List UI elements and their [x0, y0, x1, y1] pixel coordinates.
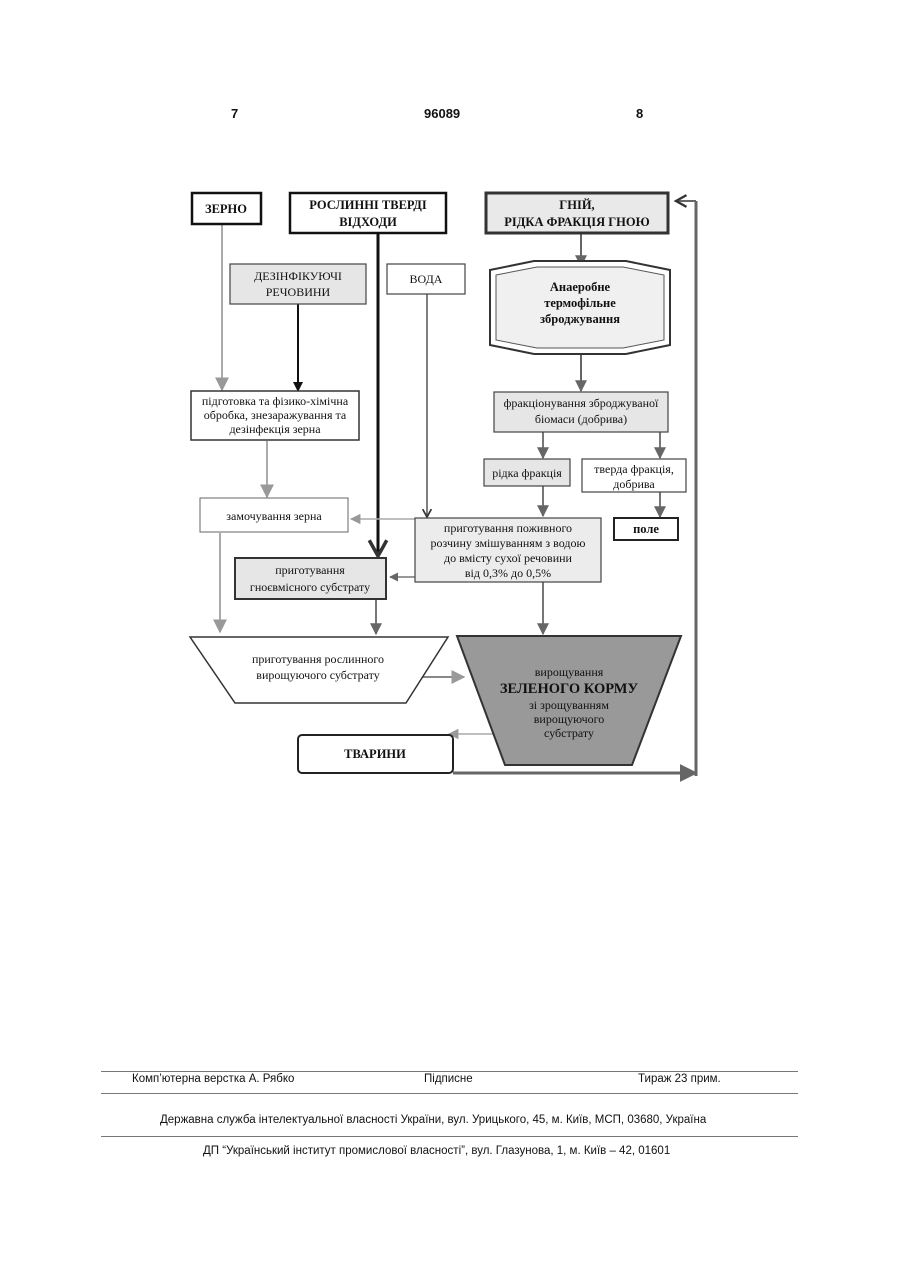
fractionation-box: фракціонування зброджуваної біомаси (доб… [494, 392, 668, 432]
process-flowchart: ЗЕРНО РОСЛИННІ ТВЕРДІ ВІДХОДИ ГНІЙ, РІДК… [0, 0, 901, 800]
footer-signed: Підписне [424, 1073, 473, 1085]
footer-divider-middle [101, 1093, 798, 1094]
svg-text:добрива: добрива [613, 477, 655, 491]
svg-text:поле: поле [633, 522, 659, 536]
solid-fraction-box: тверда фракція, добрива [582, 459, 686, 492]
svg-text:до вмісту сухої речовини: до вмісту сухої речовини [444, 551, 573, 565]
svg-text:біомаси (добрива): біомаси (добрива) [535, 412, 627, 426]
anaerobic-digestion-hexagon: Анаеробне термофільне зброджування [490, 261, 670, 354]
svg-text:ВІДХОДИ: ВІДХОДИ [339, 215, 397, 229]
svg-text:вирощуючого: вирощуючого [534, 712, 605, 726]
soaking-box: замочування зерна [200, 498, 348, 532]
plant-waste-box: РОСЛИННІ ТВЕРДІ ВІДХОДИ [290, 193, 446, 233]
nutrient-solution-box: приготування поживного розчину змішуванн… [415, 518, 601, 582]
footer-agency: Державна служба інтелектуальної власност… [160, 1114, 706, 1126]
svg-text:підготовка та фізико-хімічна: підготовка та фізико-хімічна [202, 394, 349, 408]
grain-treatment-box: підготовка та фізико-хімічна обробка, зн… [191, 391, 359, 440]
svg-text:Анаеробне: Анаеробне [550, 280, 611, 294]
footer-divider-bottom [101, 1136, 798, 1137]
footer-divider-top [101, 1071, 798, 1072]
green-feed-trapezoid: вирощування ЗЕЛЕНОГО КОРМУ зі зрощування… [457, 636, 681, 765]
svg-text:зі зрощуванням: зі зрощуванням [529, 698, 609, 712]
footer-layout-by: Комп’ютерна верстка А. Рябко [132, 1073, 294, 1085]
svg-text:термофільне: термофільне [544, 296, 616, 310]
svg-text:дезінфекція зерна: дезінфекція зерна [229, 422, 321, 436]
svg-text:ВОДА: ВОДА [410, 272, 443, 286]
svg-text:РІДКА ФРАКЦІЯ ГНОЮ: РІДКА ФРАКЦІЯ ГНОЮ [504, 215, 649, 229]
manure-box: ГНІЙ, РІДКА ФРАКЦІЯ ГНОЮ [486, 193, 668, 233]
svg-text:приготування: приготування [275, 563, 345, 577]
animals-box: ТВАРИНИ [298, 735, 453, 773]
footer-institute: ДП “Український інститут промислової вла… [203, 1145, 670, 1157]
svg-text:ЗЕЛЕНОГО КОРМУ: ЗЕЛЕНОГО КОРМУ [500, 681, 639, 697]
svg-text:ГНІЙ,: ГНІЙ, [559, 198, 594, 212]
svg-text:приготування поживного: приготування поживного [444, 521, 572, 535]
svg-text:ЗЕРНО: ЗЕРНО [205, 202, 247, 216]
svg-text:ТВАРИНИ: ТВАРИНИ [344, 747, 406, 761]
manure-substrate-box: приготування гноєвмісного субстрату [235, 558, 386, 599]
svg-text:приготування рослинного: приготування рослинного [252, 652, 384, 666]
svg-text:ДЕЗІНФІКУЮЧІ: ДЕЗІНФІКУЮЧІ [254, 269, 342, 283]
svg-text:фракціонування зброджуваної: фракціонування зброджуваної [504, 396, 659, 410]
svg-text:тверда фракція,: тверда фракція, [594, 462, 674, 476]
svg-text:субстрату: субстрату [544, 726, 594, 740]
plant-substrate-trapezoid: приготування рослинного вирощуючого субс… [190, 637, 448, 703]
field-box: поле [614, 518, 678, 540]
svg-text:РЕЧОВИНИ: РЕЧОВИНИ [266, 285, 331, 299]
grain-box: ЗЕРНО [192, 193, 261, 224]
liquid-fraction-box: рідка фракція [484, 459, 570, 486]
svg-text:вирощуючого субстрату: вирощуючого субстрату [256, 668, 379, 682]
svg-text:вирощування: вирощування [535, 665, 604, 679]
svg-text:гноєвмісного субстрату: гноєвмісного субстрату [250, 580, 370, 594]
svg-text:рідка фракція: рідка фракція [492, 466, 562, 480]
svg-text:обробка, знезаражування та: обробка, знезаражування та [204, 408, 347, 422]
svg-text:замочування зерна: замочування зерна [226, 509, 322, 523]
svg-text:РОСЛИННІ ТВЕРДІ: РОСЛИННІ ТВЕРДІ [309, 198, 427, 212]
svg-text:розчину змішуванням з водою: розчину змішуванням з водою [431, 536, 586, 550]
footer-circulation: Тираж 23 прим. [638, 1073, 721, 1085]
disinfectants-box: ДЕЗІНФІКУЮЧІ РЕЧОВИНИ [230, 264, 366, 304]
water-box: ВОДА [387, 264, 465, 294]
svg-text:зброджування: зброджування [540, 312, 620, 326]
svg-text:від 0,3% до 0,5%: від 0,3% до 0,5% [465, 566, 551, 580]
